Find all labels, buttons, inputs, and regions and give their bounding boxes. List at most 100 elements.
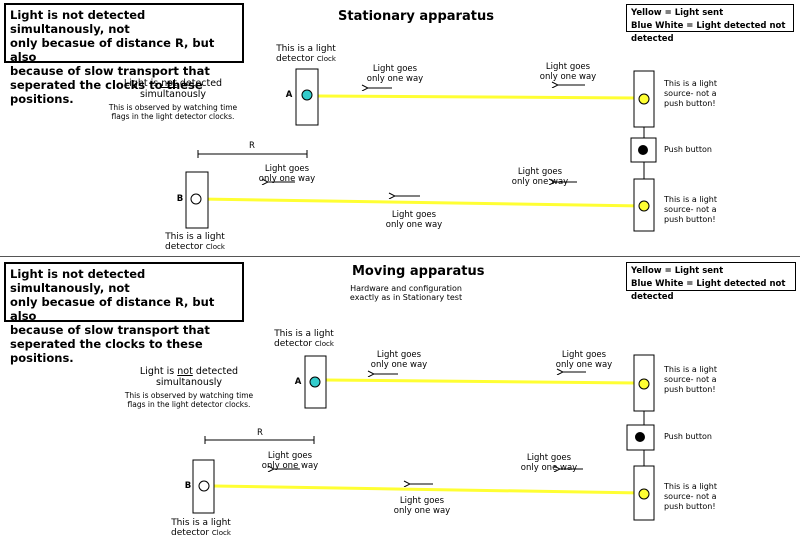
goes-label-a-left-top: Light goes only one way (360, 64, 430, 84)
detector-b-letter-top: B (176, 194, 184, 204)
subtitle-bottom: Hardware and configuration exactly as in… (336, 284, 476, 302)
legend-box-bottom: Yellow = Light sent Blue White = Light d… (626, 262, 796, 302)
source-line: This is a light (664, 195, 717, 204)
subtitle-line: exactly as in Stationary test (349, 293, 463, 302)
light-beam-a-bottom (325, 378, 643, 385)
note-line: seperated the clocks to these positions. (10, 78, 203, 106)
source-line: push button! (664, 215, 716, 224)
goes-line: Light goes (267, 451, 313, 461)
source-line: push button! (664, 502, 716, 511)
label-not: not (161, 78, 177, 89)
push-button-label-bottom: Push button (664, 432, 712, 441)
source-line: push button! (664, 385, 716, 394)
goes-line: only one way (261, 461, 319, 471)
detector-caption-line1: This is a light (165, 232, 225, 242)
goes-line: Light goes (517, 167, 563, 177)
goes-line: only one way (393, 506, 451, 516)
detector-a-caption-top: This is a light detector Clock (266, 44, 346, 64)
not-detected-label-top: Light is not detected simultanously (118, 78, 228, 100)
note-line: seperated the clocks to these positions. (10, 337, 203, 365)
light-beam-b-bottom (213, 484, 643, 495)
goes-label-b-right-bottom: Light goes only one way (514, 453, 584, 473)
note-box-bottom: Light is not detected simultanously, not… (4, 262, 244, 365)
detector-caption-line1: This is a light (274, 329, 334, 339)
detector-a-letter-top: A (285, 90, 293, 100)
legend-box-top: Yellow = Light sent Blue White = Light d… (626, 4, 794, 44)
light-beam-a-top (317, 94, 643, 100)
source-line: source- not a (664, 89, 717, 98)
detector-caption-line2: detector (171, 528, 210, 538)
note-line: Light is not detected simultanously, not (10, 267, 146, 295)
note-line: because of slow transport that (10, 64, 210, 78)
detector-caption-line2: detector (274, 339, 313, 349)
subtitle-line: Hardware and configuration (350, 284, 462, 293)
note-line: because of slow transport that (10, 323, 210, 337)
detector-b-lamp-bottom (198, 480, 210, 492)
detector-b-lamp-top (190, 193, 202, 205)
goes-line: only one way (366, 74, 424, 84)
source-a-lamp-bottom (638, 378, 650, 390)
source-b-caption-top: This is a light source- not a push butto… (664, 195, 717, 225)
detector-a-caption-bottom: This is a light detector Clock (264, 329, 344, 349)
light-beam-b-top (199, 197, 643, 208)
clock-word: Clock (205, 243, 225, 251)
legend-yellow: Yellow = Light sent (631, 8, 724, 18)
goes-label-a-left-bottom: Light goes only one way (364, 350, 434, 370)
source-line: This is a light (664, 79, 717, 88)
push-button-dot-bottom (635, 432, 645, 442)
detector-a-lamp-top (301, 89, 313, 101)
detector-caption-line2: detector (276, 54, 315, 64)
label-line2: simultanously (155, 377, 223, 388)
goes-line: only one way (520, 463, 578, 473)
goes-line: Light goes (561, 350, 607, 360)
detector-a-lamp-bottom (309, 376, 321, 388)
not-detected-label-bottom: Light is not detected simultanously (134, 366, 244, 388)
goes-label-b-top-bottom: Light goes only one way (255, 451, 325, 471)
goes-line: only one way (555, 360, 613, 370)
legend-bluewhite: Blue White = Light detected not detected (631, 21, 786, 44)
source-b-caption-bottom: This is a light source- not a push butto… (664, 482, 717, 512)
source-a-caption-bottom: This is a light source- not a push butto… (664, 365, 717, 395)
goes-label-b-bottom-top: Light goes only one way (374, 210, 454, 230)
detector-b-caption-bottom: This is a light detector Clock (161, 518, 241, 538)
observed-line: flags in the light detector clocks. (111, 112, 235, 121)
goes-line: Light goes (545, 62, 591, 72)
goes-label-b-bottom-bottom: Light goes only one way (382, 496, 462, 516)
panel-title-top: Stationary apparatus (338, 9, 494, 24)
detector-caption-line1: This is a light (171, 518, 231, 528)
goes-line: Light goes (391, 210, 437, 220)
goes-line: only one way (385, 220, 443, 230)
source-a-lamp-top (638, 93, 650, 105)
source-b-lamp-bottom (638, 488, 650, 500)
label-line2: simultanously (139, 89, 207, 100)
detector-a-letter-bottom: A (294, 377, 302, 387)
observed-text-top: This is observed by watching time flags … (108, 103, 238, 121)
label-pre: Light is (139, 366, 178, 377)
note-box-top: Light is not detected simultanously, not… (4, 3, 244, 106)
detector-caption-line2: detector (165, 242, 204, 252)
legend-bluewhite: Blue White = Light detected not detected (631, 279, 786, 302)
goes-label-b-right-top: Light goes only one way (505, 167, 575, 187)
label-post: detected (176, 78, 223, 89)
clock-word: Clock (314, 340, 334, 348)
clock-word: Clock (211, 529, 231, 537)
goes-line: only one way (258, 174, 316, 184)
source-line: push button! (664, 99, 716, 108)
goes-line: only one way (370, 360, 428, 370)
source-b-lamp-top (638, 200, 650, 212)
goes-line: only one way (539, 72, 597, 82)
source-line: This is a light (664, 365, 717, 374)
panel-separator (0, 256, 800, 257)
detector-b-caption-top: This is a light detector Clock (155, 232, 235, 252)
label-not: not (177, 366, 193, 377)
goes-line: Light goes (372, 64, 418, 74)
note-line: only becasue of distance R, but also (10, 295, 215, 323)
r-label-top: R (249, 141, 255, 151)
observed-text-bottom: This is observed by watching time flags … (124, 391, 254, 409)
source-a-caption-top: This is a light source- not a push butto… (664, 79, 717, 109)
goes-line: Light goes (264, 164, 310, 174)
goes-line: Light goes (399, 496, 445, 506)
detector-caption-line1: This is a light (276, 44, 336, 54)
observed-line: flags in the light detector clocks. (127, 400, 251, 409)
